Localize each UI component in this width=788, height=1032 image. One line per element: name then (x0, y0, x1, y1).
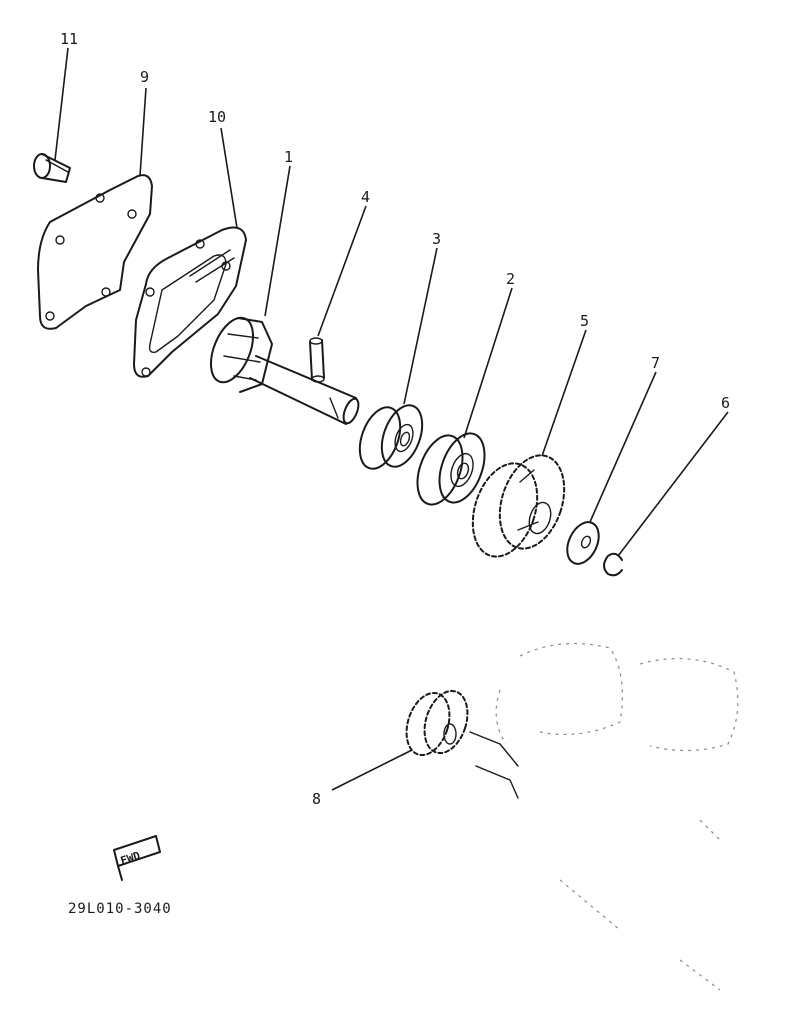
callout-2: 2 (506, 270, 515, 288)
fwd-arrow-icon: FWD (113, 835, 161, 881)
callout-1: 1 (284, 148, 293, 166)
part-2-bearing[interactable] (409, 427, 493, 510)
callout-5: 5 (580, 312, 589, 330)
part-9-cover[interactable] (37, 174, 153, 330)
part-3-bearing[interactable] (352, 400, 430, 474)
part-10-gasket[interactable] (133, 226, 247, 378)
drawing-code: 29L010-3040 (68, 901, 172, 917)
callout-3: 3 (432, 230, 441, 248)
callout-11: 11 (60, 30, 78, 48)
part-7-washer[interactable] (561, 517, 605, 569)
part-8-drive-gear[interactable] (399, 685, 519, 799)
part-5-gear[interactable] (462, 447, 576, 565)
fwd-label: FWD (119, 849, 142, 868)
part-1-impeller-shaft[interactable] (203, 312, 362, 426)
part-11-bolt[interactable] (33, 153, 71, 183)
callout-10: 10 (208, 108, 226, 126)
callout-8: 8 (312, 790, 321, 808)
part-4-pin[interactable] (309, 337, 325, 383)
callout-4: 4 (361, 188, 370, 206)
part-6-circlip[interactable] (603, 552, 623, 577)
callout-7: 7 (651, 354, 660, 372)
background-engine-outline (495, 642, 739, 991)
leader-lines (54, 47, 729, 791)
callout-9: 9 (140, 68, 149, 86)
callout-6: 6 (721, 394, 730, 412)
